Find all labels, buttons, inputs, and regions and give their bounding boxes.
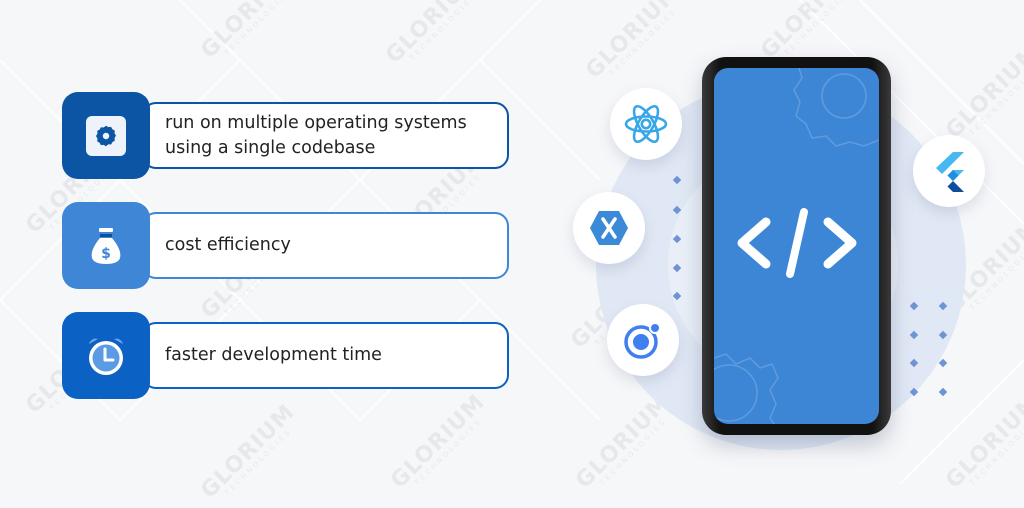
svg-text:$: $: [101, 246, 111, 262]
background-pattern: [0, 0, 1024, 484]
phone-screen: </>: [714, 68, 879, 424]
framework-flutter: [913, 135, 985, 207]
feature-item-faster-development: faster development time: [62, 312, 509, 399]
feature-icon-tile: $: [62, 202, 150, 289]
code-icon: [737, 208, 857, 278]
feature-icon-tile: [62, 92, 150, 179]
xamarin-icon: [590, 211, 628, 245]
flutter-icon: [936, 152, 964, 192]
feature-item-cost-efficiency: $ cost efficiency: [62, 202, 509, 289]
gear-icon: [86, 115, 126, 156]
gear-outline-decoration: [714, 68, 879, 424]
feature-card: [142, 102, 509, 169]
feature-card: [142, 212, 509, 279]
feature-label: faster development time: [165, 345, 382, 365]
feature-label: cost efficiency: [165, 235, 291, 255]
feature-icon-tile: [62, 312, 150, 399]
smartphone: </>: [702, 57, 891, 435]
alarm-clock-icon: [89, 338, 123, 375]
framework-xamarin: [573, 192, 645, 264]
feature-card: [142, 322, 509, 389]
react-icon: [624, 104, 668, 144]
ionic-icon: [624, 322, 661, 359]
framework-ionic: [607, 304, 679, 376]
framework-react: [610, 88, 682, 160]
money-bag-icon: $: [91, 227, 121, 264]
